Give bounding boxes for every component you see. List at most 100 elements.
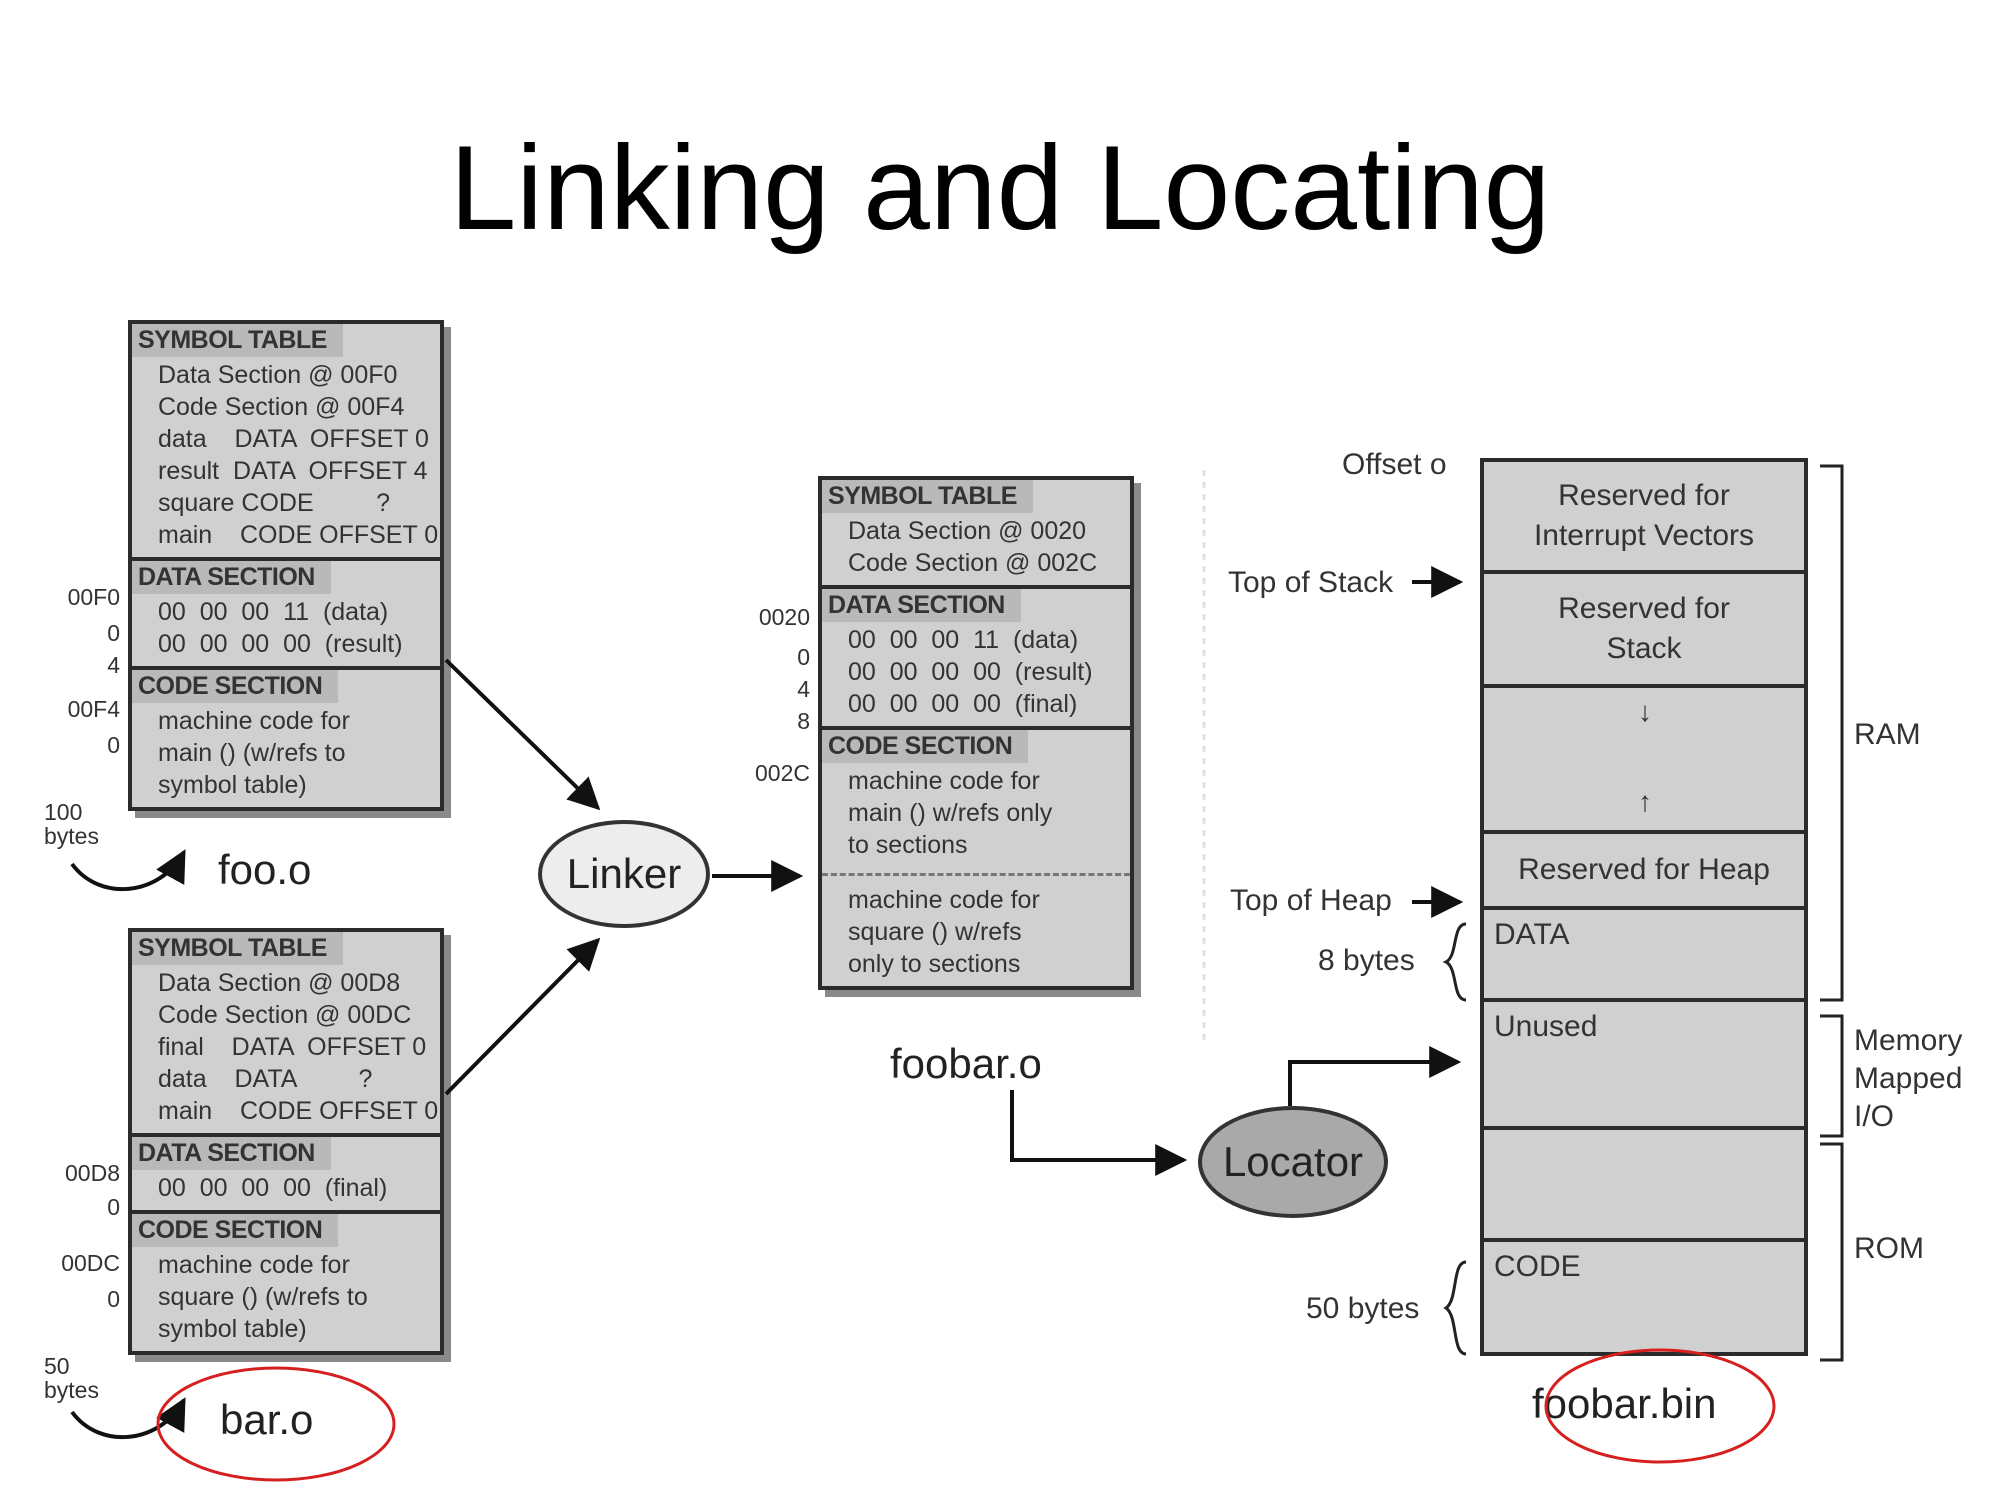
bar-symbol-line: main CODE OFFSET 0	[158, 1097, 439, 1125]
foo-code-line: symbol table)	[158, 771, 307, 799]
foobar-data-line: 00 00 00 11 (data)	[848, 626, 1079, 654]
bar-data-section: DATA SECTION 00 00 00 00 (final)	[132, 1133, 440, 1210]
memory-block-label: Reserved for Interrupt Vectors	[1533, 479, 1755, 552]
foo-to-linker-arrow	[444, 658, 601, 811]
code-size-label: 50 bytes	[1306, 1292, 1420, 1325]
foobar-data-line: 00 00 00 00 (final)	[848, 690, 1078, 718]
data-size-brace	[1442, 922, 1467, 1002]
bar-size-label: 50 bytes	[44, 1353, 99, 1403]
foobar-code-line: only to sections	[848, 950, 1021, 978]
memory-block-unused: Unused	[1480, 998, 1808, 1130]
bar-data-offset: 0	[107, 1194, 120, 1220]
foo-data-address: 00F0	[67, 584, 120, 610]
foobar-symbol-line: Data Section @ 0020	[848, 517, 1087, 545]
foo-size-curve-arrow	[70, 849, 186, 892]
bar-code-header: CODE SECTION	[132, 1214, 339, 1247]
bar-data-line: 00 00 00 00 (final)	[158, 1174, 388, 1202]
foobar-data-offset: 8	[797, 708, 810, 734]
locator-to-memory-arrow	[1288, 1046, 1462, 1106]
arrow-down-icon: ↓	[1638, 696, 1652, 727]
memory-block-interrupt-vectors: Reserved for Interrupt Vectors	[1480, 458, 1808, 574]
memory-block-label: DATA	[1494, 918, 1570, 951]
foo-filename: foo.o	[218, 846, 312, 893]
foobar-code-line: to sections	[848, 831, 968, 859]
foo-code-line: main () (w/refs to	[158, 739, 346, 767]
foo-size-label: 100 bytes	[44, 799, 99, 849]
bar-object-table: SYMBOL TABLE Data Section @ 00D8 Code Se…	[128, 928, 444, 1355]
code-divider	[822, 873, 1130, 876]
foo-symbol-table: SYMBOL TABLE Data Section @ 00F0 Code Se…	[132, 324, 440, 557]
foo-data-line: 00 00 00 00 (result)	[158, 630, 403, 658]
linker-node: Linker	[538, 820, 710, 928]
foobar-symbol-line: Code Section @ 002C	[848, 549, 1098, 577]
bar-highlight-ellipse	[156, 1366, 396, 1482]
bar-data-address: 00D8	[65, 1160, 120, 1186]
offset-label: Offset o	[1342, 448, 1447, 481]
memory-block-free: ↓ ↑	[1480, 684, 1808, 834]
bar-to-linker-arrow	[444, 937, 601, 1096]
foobar-object-table: SYMBOL TABLE Data Section @ 0020 Code Se…	[818, 476, 1134, 990]
data-size-label: 8 bytes	[1318, 944, 1415, 977]
memory-block-rom	[1480, 1126, 1808, 1242]
memory-block-code: CODE	[1480, 1238, 1808, 1356]
foobar-bin-filename: foobar.bin	[1532, 1380, 1717, 1427]
foobar-symbol-table: SYMBOL TABLE Data Section @ 0020 Code Se…	[822, 480, 1130, 585]
foo-symbol-line: Data Section @ 00F0	[158, 361, 398, 389]
foobar-code-line: square () w/refs	[848, 918, 1022, 946]
foo-symbol-line: result DATA OFFSET 4	[158, 457, 428, 485]
foobar-symbol-header: SYMBOL TABLE	[822, 480, 1033, 513]
foo-data-header: DATA SECTION	[132, 561, 331, 594]
foo-data-line: 00 00 00 11 (data)	[158, 598, 389, 626]
foo-data-offset: 4	[107, 652, 120, 678]
foobar-code-line: machine code for	[848, 886, 1040, 914]
foobar-bin-highlight-ellipse	[1544, 1348, 1776, 1464]
foo-symbol-line: data DATA OFFSET 0	[158, 425, 429, 453]
top-of-heap-label: Top of Heap	[1230, 884, 1392, 917]
foobar-code-line: machine code for	[848, 767, 1040, 795]
bar-symbol-line: data DATA ?	[158, 1065, 373, 1093]
memory-block-label: Reserved for Heap	[1518, 853, 1770, 886]
rom-bracket	[1820, 1142, 1844, 1362]
bar-filename: bar.o	[220, 1396, 314, 1443]
memory-block-data: DATA	[1480, 906, 1808, 1002]
foobar-data-section: DATA SECTION 00 00 00 11 (data) 00 00 00…	[822, 585, 1130, 726]
foobar-code-line: main () w/refs only	[848, 799, 1053, 827]
bar-code-line: square () (w/refs to	[158, 1283, 368, 1311]
mmio-label: Memory Mapped I/O	[1854, 1024, 1963, 1133]
bar-symbol-line: final DATA OFFSET 0	[158, 1033, 427, 1061]
bar-code-line: symbol table)	[158, 1315, 307, 1343]
ram-bracket	[1820, 464, 1844, 1002]
code-size-brace	[1443, 1260, 1467, 1356]
foo-object-table: SYMBOL TABLE Data Section @ 00F0 Code Se…	[128, 320, 444, 811]
foo-data-section: DATA SECTION 00 00 00 11 (data) 00 00 00…	[132, 557, 440, 666]
top-of-stack-label: Top of Stack	[1228, 566, 1394, 599]
foobar-data-line: 00 00 00 00 (result)	[848, 658, 1093, 686]
foo-symbol-line: Code Section @ 00F4	[158, 393, 405, 421]
bar-data-header: DATA SECTION	[132, 1137, 331, 1170]
bar-symbol-line: Data Section @ 00D8	[158, 969, 401, 997]
memory-block-stack: Reserved for Stack	[1480, 570, 1808, 688]
foo-code-line: machine code for	[158, 707, 350, 735]
memory-block-label: Reserved for Stack	[1558, 592, 1730, 665]
page-title: Linking and Locating	[449, 121, 1551, 255]
locator-node: Locator	[1198, 1106, 1388, 1218]
bar-code-section: CODE SECTION machine code for square () …	[132, 1210, 440, 1351]
foobar-code-section: CODE SECTION machine code for main () w/…	[822, 726, 1130, 986]
bar-code-line: machine code for	[158, 1251, 350, 1279]
bar-code-offset: 0	[107, 1286, 120, 1312]
bar-symbol-header: SYMBOL TABLE	[132, 932, 343, 965]
bar-symbol-line: Code Section @ 00DC	[158, 1001, 412, 1029]
bar-symbol-table: SYMBOL TABLE Data Section @ 00D8 Code Se…	[132, 932, 440, 1133]
foo-code-address: 00F4	[67, 696, 120, 722]
foobar-code-header: CODE SECTION	[822, 730, 1029, 763]
foo-code-section: CODE SECTION machine code for main () (w…	[132, 666, 440, 807]
memory-block-heap: Reserved for Heap	[1480, 830, 1808, 910]
foo-symbol-line: square CODE ?	[158, 489, 391, 517]
rom-label: ROM	[1854, 1232, 1924, 1265]
foobar-to-locator-arrow	[1010, 1090, 1188, 1176]
foobar-filename: foobar.o	[890, 1040, 1042, 1087]
foobar-code-address: 002C	[755, 760, 810, 786]
foobar-data-header: DATA SECTION	[822, 589, 1021, 622]
foo-code-offset: 0	[107, 732, 120, 758]
